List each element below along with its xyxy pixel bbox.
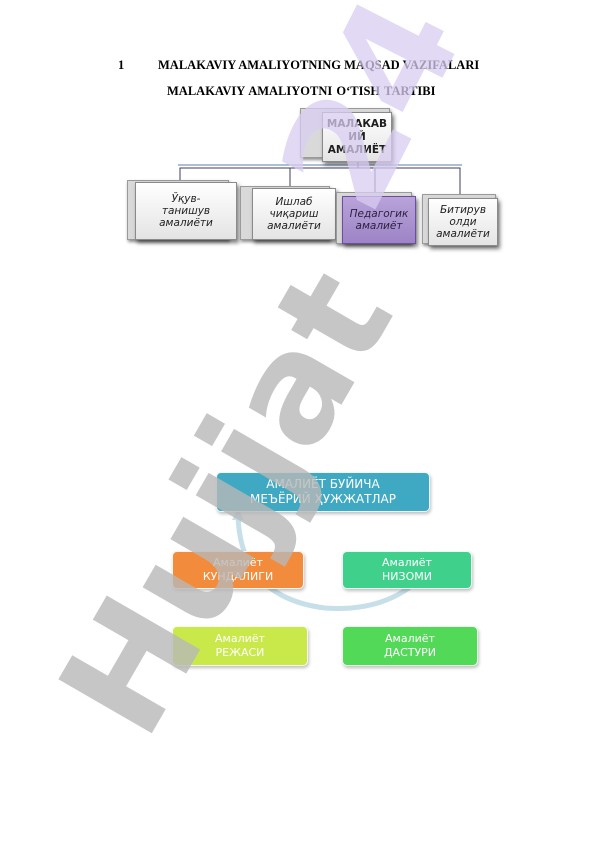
practice-diary-box: Амалиёт КУНДАЛИГИ <box>172 551 304 589</box>
practice-regulation-box: Амалиёт НИЗОМИ <box>342 551 472 589</box>
hierarchy-node-pedagogik: Педагогик амалиёт <box>336 188 418 248</box>
node-label: Битирув олди амалиёти <box>428 198 498 246</box>
hierarchy-node-bitiruv: Битирув олди амалиёти <box>422 192 500 248</box>
practice-plan-box: Амалиёт РЕЖАСИ <box>172 626 308 666</box>
hierarchy-node-uquv: Ўқув- танишув амалиёти <box>127 176 239 242</box>
section-title: MALAKAVIY AMALIYOTNING MAQSAD VAZIFALARI <box>158 58 480 72</box>
node-label: Ишлаб чиқариш амалиёти <box>252 188 336 240</box>
node-label: Педагогик амалиёт <box>342 196 416 244</box>
hierarchy-root-node: МАЛАКАВ ИЙ АМАЛИЁТ <box>300 108 392 162</box>
normative-docs-header: АМАЛИЁТ БУЙИЧА МЕЪЁРИЙ ҲУЖЖАТЛАР <box>216 472 430 512</box>
section-subtitle: MALAKAVIY AMALIYOTNI O‘TISH TARTIBI <box>167 84 436 98</box>
root-node-label: МАЛАКАВ ИЙ АМАЛИЁТ <box>322 112 392 162</box>
section-number: 1 <box>118 58 125 72</box>
hierarchy-node-ishlab: Ишлаб чиқариш амалиёти <box>240 182 336 244</box>
practice-program-box: Амалиёт ДАСТУРИ <box>342 626 478 666</box>
node-label: Ўқув- танишув амалиёти <box>135 182 237 240</box>
